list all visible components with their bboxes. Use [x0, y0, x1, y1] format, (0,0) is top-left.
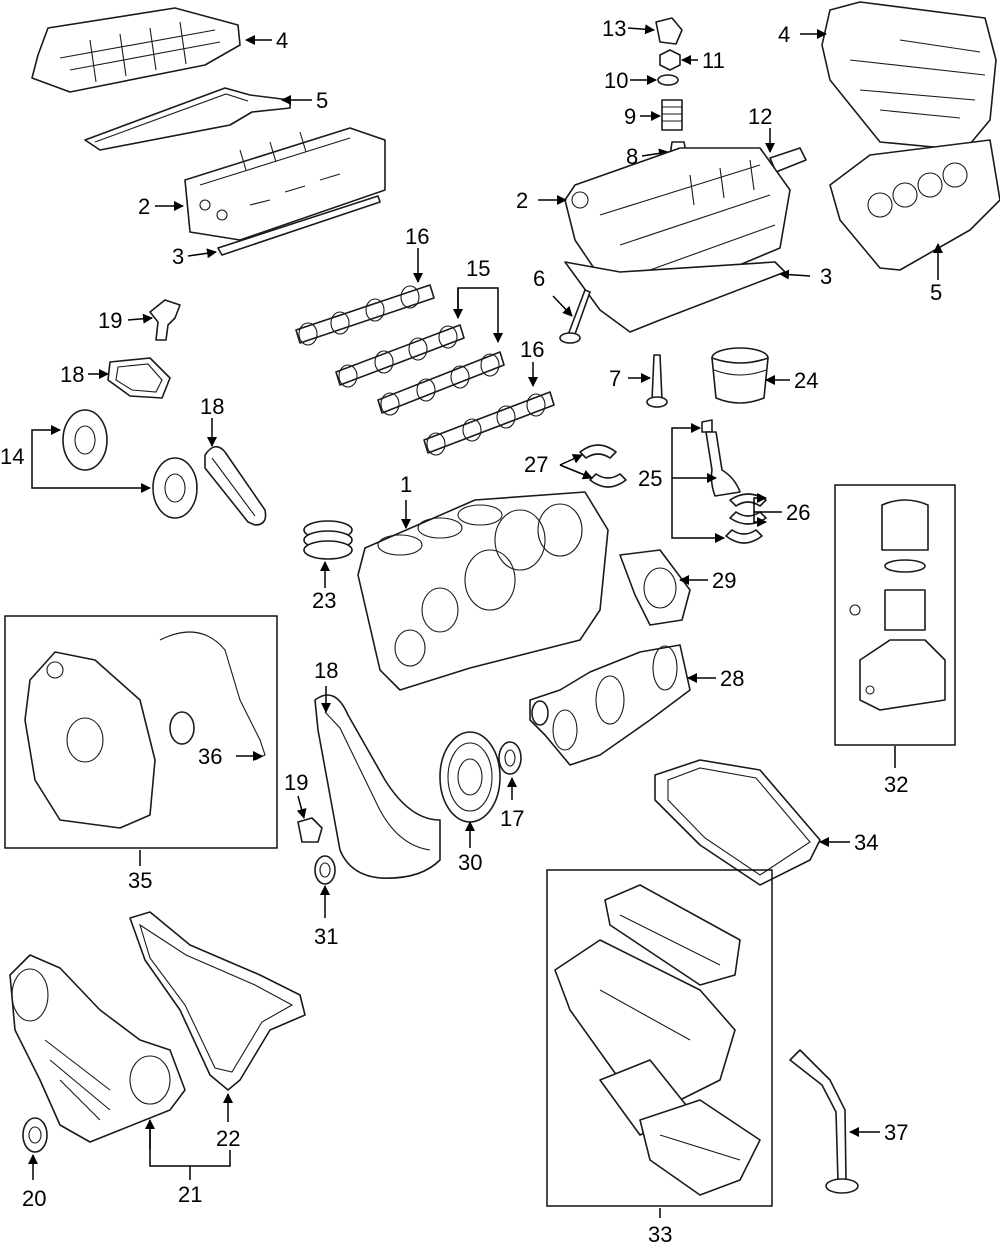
- timing-chain-upper: [204, 418, 267, 526]
- crankshaft: [529, 644, 716, 766]
- callout-16-b: 16: [520, 337, 544, 362]
- callout-31: 31: [314, 924, 338, 949]
- callout-20: 20: [22, 1186, 46, 1211]
- callout-5-right: 5: [930, 280, 942, 305]
- front-seal-31: [314, 855, 336, 918]
- callout-29: 29: [712, 568, 736, 593]
- callout-8: 8: [626, 144, 638, 169]
- piston-rings: [303, 520, 353, 588]
- callout-4-right: 4: [778, 22, 790, 47]
- seal-19-upper: [127, 299, 181, 341]
- callout-15: 15: [466, 256, 490, 281]
- callout-16-a: 16: [405, 224, 429, 249]
- timing-cover-21: [9, 954, 186, 1143]
- cylinder-head-left: [155, 127, 386, 241]
- oil-pickup-tube: [789, 1049, 880, 1194]
- callout-9: 9: [624, 104, 636, 129]
- camshafts: [295, 248, 555, 456]
- callout-6: 6: [533, 266, 545, 291]
- valve-6: [552, 289, 591, 344]
- callout-2-right: 2: [516, 188, 528, 213]
- front-cover-kit-box: [4, 615, 278, 866]
- chain-tensioner-19: [296, 795, 323, 843]
- callout-24: 24: [794, 368, 818, 393]
- callout-4-left: 4: [276, 28, 288, 53]
- engine-block: [357, 491, 609, 691]
- callout-30: 30: [458, 850, 482, 875]
- callout-18-mid: 18: [200, 394, 224, 419]
- lash-adjuster: [765, 128, 807, 173]
- callout-2-left: 2: [138, 194, 150, 219]
- callout-23: 23: [312, 588, 336, 613]
- timing-chain-main: [314, 686, 441, 879]
- valve-cover-right: [800, 1, 997, 151]
- callout-25: 25: [638, 466, 662, 491]
- crankshaft-seal-17: [498, 741, 522, 800]
- callout-33: 33: [648, 1222, 672, 1247]
- valve-7: [628, 354, 668, 408]
- callout-17: 17: [500, 806, 524, 831]
- oil-pan-gasket: [654, 759, 850, 886]
- connecting-rod-assembly: [559, 419, 782, 544]
- cylinder-head-right: [538, 147, 791, 299]
- callout-10: 10: [604, 68, 628, 93]
- callout-5-left: 5: [316, 88, 328, 113]
- head-gasket-right: [564, 261, 811, 333]
- rear-main-seal: [619, 549, 708, 626]
- callout-19-lower: 19: [284, 770, 308, 795]
- callout-36: 36: [198, 744, 222, 769]
- callout-18-upper: 18: [60, 362, 84, 387]
- callout-3-right: 3: [820, 264, 832, 289]
- callout-11: 11: [702, 48, 725, 73]
- piston: [711, 347, 790, 404]
- callout-26: 26: [786, 500, 810, 525]
- callout-32: 32: [884, 772, 908, 797]
- seal-20: [22, 1117, 48, 1180]
- cover-gasket-left: [84, 87, 312, 151]
- callout-13: 13: [602, 16, 626, 41]
- valve-cover-left: [31, 7, 272, 93]
- timing-cover-gasket-22: [129, 911, 306, 1122]
- callout-27: 27: [524, 452, 548, 477]
- callout-7: 7: [609, 366, 621, 391]
- callout-19-upper: 19: [98, 308, 122, 333]
- callout-35: 35: [128, 868, 152, 893]
- valve-train-small-parts: [627, 17, 698, 159]
- seal-18-upper: [88, 357, 171, 399]
- crankshaft-pulley: [439, 731, 501, 848]
- cover-gasket-right: [829, 139, 1000, 280]
- callout-21: 21: [178, 1182, 202, 1207]
- callout-1: 1: [400, 472, 412, 497]
- callout-37: 37: [884, 1120, 908, 1145]
- callout-34: 34: [854, 830, 878, 855]
- callout-12: 12: [748, 104, 772, 129]
- oil-pan-kit-box: [546, 869, 773, 1218]
- head-gasket-left: [187, 195, 381, 259]
- oil-filter-kit-box: [834, 484, 956, 768]
- callout-18-lower: 18: [314, 658, 338, 683]
- callout-3-left: 3: [172, 244, 184, 269]
- callout-14: 14: [0, 444, 24, 469]
- callout-22: 22: [216, 1126, 240, 1151]
- callout-labels: 4 5 2 3 16 15 16 19 18 14 18 13 11 10 9 …: [0, 16, 942, 1247]
- camshaft-sprockets: [31, 409, 198, 519]
- callout-28: 28: [720, 666, 744, 691]
